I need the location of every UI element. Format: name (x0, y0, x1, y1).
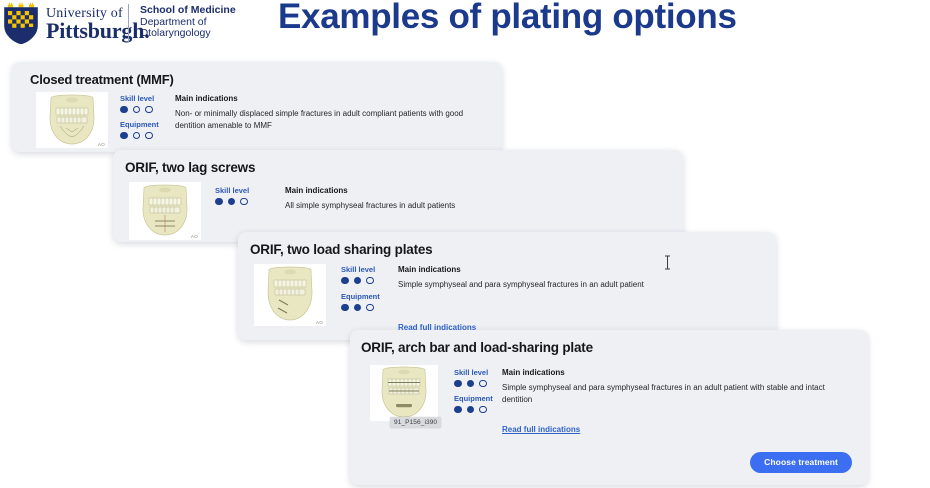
indications-heading: Main indications (502, 368, 565, 377)
indications-text: All simple symphyseal fractures in adult… (285, 201, 456, 210)
skill-level-meter: Skill level (120, 94, 154, 113)
mandible-illustration: AO (36, 92, 108, 148)
indications-heading: Main indications (175, 94, 238, 103)
treatment-card-orif-arch-bar-load-sharing-plate[interactable]: ORIF, arch bar and load-sharing plate (350, 330, 868, 485)
equipment-dots (341, 303, 380, 311)
department-name: School of Medicine Department of Otolary… (140, 4, 236, 40)
equipment-dots (120, 131, 159, 139)
read-full-indications-link[interactable]: Read full indications (502, 425, 581, 434)
indications-block: Main indications Simple symphyseal and p… (398, 265, 763, 291)
department-label: Otolaryngology (140, 27, 211, 39)
mandible-illustration: AO (254, 264, 326, 326)
skill-level-label: Skill level (215, 186, 250, 195)
meter-dot (132, 105, 140, 113)
meter-dot (132, 131, 140, 139)
ao-watermark: AO (315, 320, 323, 325)
meter-dot (353, 276, 361, 284)
treatment-card-orif-two-lag-screws[interactable]: ORIF, two lag screws (113, 150, 683, 242)
card-title: Closed treatment (MMF) (30, 72, 174, 87)
meter-dot (120, 131, 128, 139)
skill-level-meter: Skill level (454, 368, 488, 387)
ao-watermark: AO (97, 142, 105, 147)
image-name-tooltip: 91_P156_i390 (390, 417, 442, 428)
university-logo: University of Pittsburgh. (4, 2, 150, 44)
skill-level-dots (120, 105, 154, 113)
department-prefix: Department of (140, 15, 207, 28)
meter-dot (227, 197, 235, 205)
indications-text: Simple symphyseal and para symphyseal fr… (398, 280, 644, 289)
equipment-meter: Equipment (120, 120, 159, 139)
equipment-dots (454, 405, 493, 413)
meter-dot (454, 379, 462, 387)
wordmark-line-2: Pittsburgh. (46, 17, 150, 43)
page-title: Examples of plating options (278, 0, 737, 36)
school-name: School of Medicine (140, 4, 236, 16)
skill-level-label: Skill level (120, 94, 155, 103)
meter-dot (145, 105, 153, 113)
ao-watermark: AO (190, 234, 198, 239)
meter-dot (479, 379, 487, 387)
logo-divider (128, 4, 129, 42)
indications-block: Main indications All simple symphyseal f… (285, 186, 655, 212)
equipment-label: Equipment (341, 292, 380, 301)
equipment-meter: Equipment (454, 394, 493, 413)
university-wordmark: University of Pittsburgh. (46, 5, 150, 42)
meter-dot (366, 276, 374, 284)
skill-level-meter: Skill level (215, 186, 249, 205)
indications-block: Main indications Simple symphyseal and p… (502, 368, 842, 405)
skill-level-label: Skill level (341, 265, 376, 274)
meter-dot (454, 405, 462, 413)
skill-level-meter: Skill level (341, 265, 375, 284)
meter-dot (145, 131, 153, 139)
meter-dot (466, 405, 474, 413)
card-title: ORIF, arch bar and load-sharing plate (361, 340, 593, 355)
wordmark-line-1: University of (46, 5, 123, 21)
slide-header: University of Pittsburgh. School of Medi… (0, 0, 930, 48)
indications-text: Simple symphyseal and para symphyseal fr… (502, 383, 825, 404)
meter-dot (353, 303, 361, 311)
meter-dot (120, 105, 128, 113)
equipment-label: Equipment (120, 120, 159, 129)
treatment-card-closed-treatment-mmf[interactable]: Closed treatment (MMF) (12, 62, 502, 152)
choose-treatment-button[interactable]: Choose treatment (750, 452, 852, 473)
treatment-card-orif-two-load-sharing-plates[interactable]: ORIF, two load sharing plates (238, 232, 776, 340)
equipment-label: Equipment (454, 394, 493, 403)
pitt-shield-icon (4, 2, 38, 44)
meter-dot (341, 276, 349, 284)
card-title: ORIF, two lag screws (125, 160, 256, 175)
meter-dot (479, 405, 487, 413)
meter-dot (366, 303, 374, 311)
text-ibeam-cursor (665, 255, 670, 270)
equipment-meter: Equipment (341, 292, 380, 311)
mandible-illustration: AO (129, 182, 201, 240)
skill-level-dots (341, 276, 375, 284)
indications-block: Main indications Non- or minimally displ… (175, 94, 490, 131)
meter-dot (341, 303, 349, 311)
indications-heading: Main indications (285, 186, 348, 195)
meter-dot (466, 379, 474, 387)
meter-dot (215, 197, 223, 205)
meter-dot (240, 197, 248, 205)
indications-heading: Main indications (398, 265, 461, 274)
skill-level-label: Skill level (454, 368, 489, 377)
indications-text: Non- or minimally displaced simple fract… (175, 109, 464, 130)
mandible-illustration (370, 365, 438, 421)
skill-level-dots (215, 197, 249, 205)
skill-level-dots (454, 379, 488, 387)
card-title: ORIF, two load sharing plates (250, 242, 433, 257)
read-full-indications-link[interactable]: Read full indications (398, 323, 477, 332)
